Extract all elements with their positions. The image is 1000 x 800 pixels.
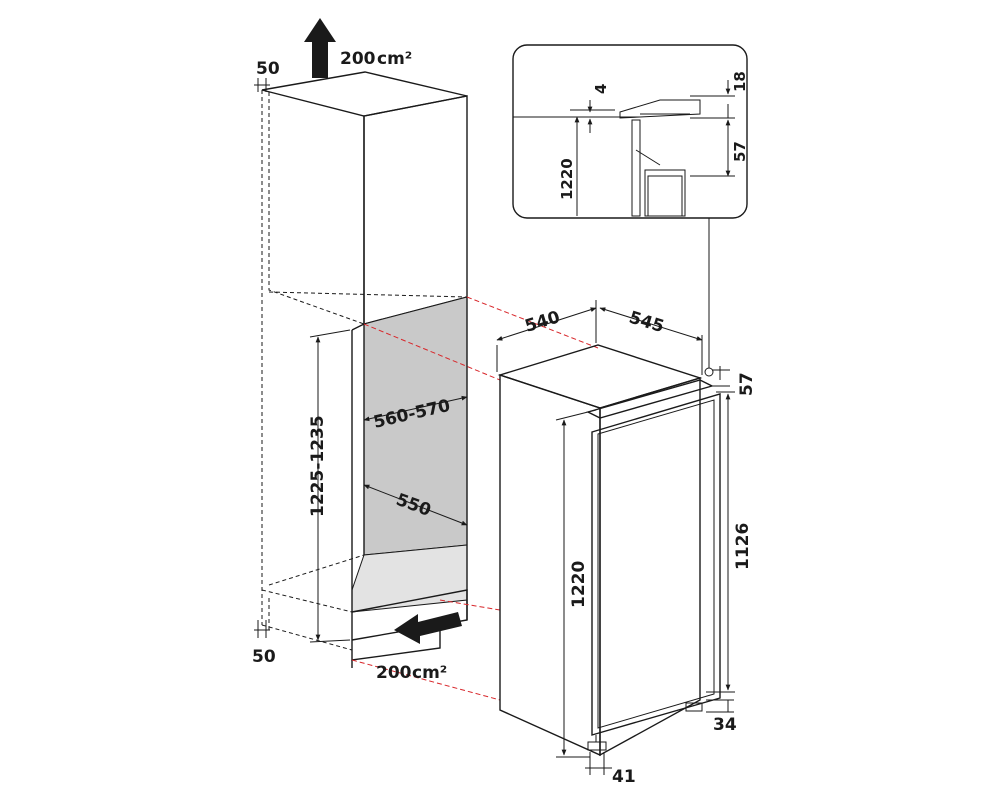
niche-height-label: 1225-1235: [308, 415, 328, 517]
cabinet-top-face: [261, 71, 468, 117]
air-outlet-arrow-icon: [304, 18, 336, 78]
door-height-label: 1126: [733, 523, 753, 570]
dimension-lines: [254, 78, 735, 775]
appliance-foot-right: [685, 702, 703, 712]
detail-hinge-offset-label: 18: [731, 71, 749, 92]
appliance-width-label: 545: [627, 308, 667, 338]
vent-top-unit: cm²: [377, 49, 412, 69]
labels: 200 cm² 50 50 1225-1235 560-570 550 200 …: [252, 49, 757, 787]
detail-top-gap-label: 57: [731, 141, 749, 162]
clearance-bottom-label: 50: [252, 647, 276, 667]
detail-height-label: 1220: [558, 158, 576, 200]
appliance-height-label: 1220: [569, 561, 589, 608]
vent-top-value: 200: [340, 49, 376, 69]
top-gap-label: 57: [737, 372, 757, 396]
vent-bottom-value: 200: [376, 663, 412, 683]
clearance-top-label: 50: [256, 59, 280, 79]
appliance-foot-front: [587, 741, 607, 751]
appliance-door: [591, 393, 721, 736]
detail-callout: [512, 44, 748, 219]
foot-height-label: 34: [713, 715, 737, 735]
cabinet-upper-front: [363, 95, 468, 325]
foot-depth-label: 41: [612, 767, 636, 787]
alignment-guides: [351, 296, 599, 701]
appliance: [497, 344, 721, 757]
detail-gap-label: 4: [592, 84, 610, 94]
air-inlet-arrow-icon: [394, 612, 462, 644]
vent-bottom-unit: cm²: [412, 663, 447, 683]
cabinet: [261, 71, 468, 668]
